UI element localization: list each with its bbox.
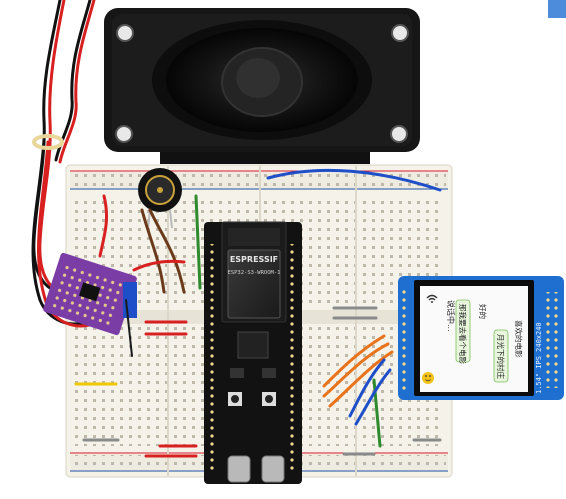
display-module: 1.54" IPS 240x240 xyxy=(398,276,564,400)
edge-artifact xyxy=(548,0,566,18)
wifi-icon xyxy=(426,294,438,303)
screen-content: 说话中... 那我要去看个电影 好的 月光下的村庄 喜欢的电影 xyxy=(422,299,524,384)
chat-status: 说话中... xyxy=(446,300,456,332)
module-model: ESP32-S3-WROOM-1 xyxy=(228,270,281,276)
speaker-cable xyxy=(31,0,100,328)
display-board-label: 1.54" IPS 240x240 xyxy=(535,322,543,394)
esp32-devkit: ESPRESSIF ESP32-S3-WROOM-1 xyxy=(204,221,302,484)
speaker xyxy=(104,8,420,164)
chat-bubble-4: 喜欢的电影 xyxy=(514,320,524,358)
jumper-wires xyxy=(74,168,442,458)
emoji-icon xyxy=(422,372,434,384)
chat-bubble-2: 好的 xyxy=(478,304,488,319)
module-brand: ESPRESSIF xyxy=(230,255,278,264)
microphone-module xyxy=(138,168,182,229)
chat-bubble-1: 那我要去看个电影 xyxy=(458,304,468,364)
amplifier-board xyxy=(43,252,137,336)
chat-bubble-3: 月光下的村庄 xyxy=(496,334,506,379)
